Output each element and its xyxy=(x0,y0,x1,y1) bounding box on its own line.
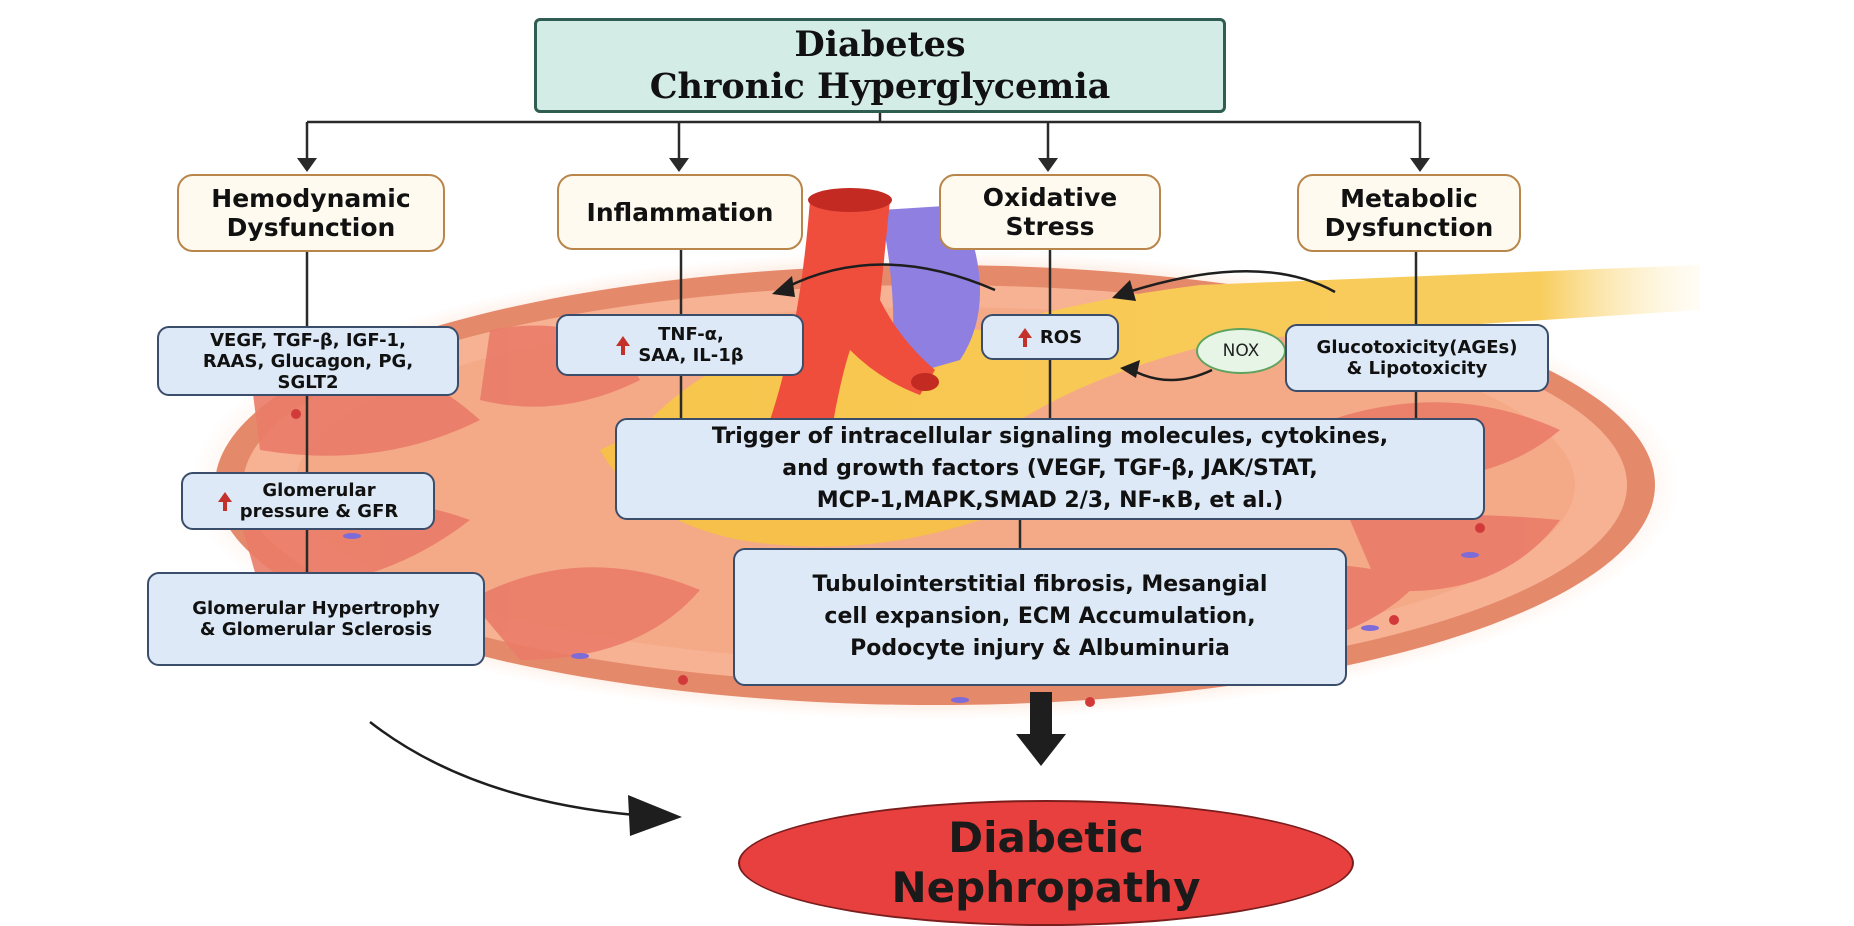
cytokines-line2: SAA, IL-1β xyxy=(638,345,744,366)
pressure-line1: Glomerular xyxy=(262,480,376,501)
renal-artery xyxy=(770,195,935,440)
injury-line2: cell expansion, ECM Accumulation, xyxy=(824,604,1256,629)
signaling-line3: MCP-1,MAPK,SMAD 2/3, NF-κB, et al.) xyxy=(816,488,1284,513)
outcome-line2: Nephropathy xyxy=(891,863,1201,912)
arrowheads xyxy=(297,158,1430,172)
hypertrophy-line2: & Glomerular Sclerosis xyxy=(199,619,433,640)
glomerular-hypertrophy-box: Glomerular Hypertrophy & Glomerular Scle… xyxy=(147,572,485,666)
hemodynamic-mediators-box: VEGF, TGF-β, IGF-1, RAAS, Glucagon, PG, … xyxy=(157,326,459,396)
ros-box: ROS xyxy=(981,314,1119,360)
toxicity-line2: & Lipotoxicity xyxy=(1346,358,1488,379)
mediators-line2: RAAS, Glucagon, PG, xyxy=(202,350,414,372)
outcome-line1: Diabetic xyxy=(948,813,1144,862)
glomerular-pressure-box: Glomerular pressure & GFR xyxy=(181,472,435,530)
diabetes-title-box: Diabetes Chronic Hyperglycemia xyxy=(534,18,1226,113)
injury-box: Tubulointerstitial fibrosis, Mesangial c… xyxy=(733,548,1347,686)
toxicity-line1: Glucotoxicity(AGEs) xyxy=(1316,337,1518,358)
mediators-line1: VEGF, TGF-β, IGF-1, xyxy=(210,329,406,351)
signaling-box: Trigger of intracellular signaling molec… xyxy=(615,418,1485,520)
category-hemodynamic-line1: Hemodynamic xyxy=(211,184,411,213)
artery-branch-end xyxy=(911,373,939,391)
artery-opening xyxy=(808,188,892,212)
category-oxidative-stress: Oxidative Stress xyxy=(939,174,1161,250)
mediators-line3: SGLT2 xyxy=(277,371,339,393)
category-oxidative-line2: Stress xyxy=(1005,212,1095,241)
category-hemodynamic-line2: Dysfunction xyxy=(226,213,396,242)
cytokines-text: TNF-α, SAA, IL-1β xyxy=(638,324,743,366)
category-inflammation-line1: Inflammation xyxy=(586,197,774,227)
pressure-line2: pressure & GFR xyxy=(239,501,399,522)
main-arrow-shaft xyxy=(1030,692,1052,740)
category-metabolic-line2: Dysfunction xyxy=(1324,213,1494,242)
signaling-line1: Trigger of intracellular signaling molec… xyxy=(711,424,1389,449)
glomerular-pressure-text: Glomerular pressure & GFR xyxy=(240,480,398,522)
category-oxidative-line1: Oxidative xyxy=(982,183,1118,212)
curved-arrow-heads xyxy=(628,276,1140,836)
injury-line3: Podocyte injury & Albuminuria xyxy=(850,636,1230,661)
category-metabolic-line1: Metabolic xyxy=(1340,184,1478,213)
cytokines-box: TNF-α, SAA, IL-1β xyxy=(556,314,804,376)
curved-arrows xyxy=(369,263,1336,817)
injury-line1: Tubulointerstitial fibrosis, Mesangial xyxy=(812,572,1268,597)
increase-arrow-icon xyxy=(217,492,232,511)
increase-arrow-icon xyxy=(1017,328,1032,347)
main-arrow-head xyxy=(1016,734,1066,766)
category-metabolic: Metabolic Dysfunction xyxy=(1297,174,1521,252)
diabetic-nephropathy-ellipse: Diabetic Nephropathy xyxy=(738,800,1354,926)
hypertrophy-line1: Glomerular Hypertrophy xyxy=(192,598,440,619)
increase-arrow-icon xyxy=(616,336,631,355)
title-line-1: Diabetes xyxy=(794,23,966,65)
cytokines-line1: TNF-α, xyxy=(658,324,724,345)
ros-label: ROS xyxy=(1039,326,1083,348)
nox-bubble: NOX xyxy=(1196,328,1286,374)
title-line-2: Chronic Hyperglycemia xyxy=(649,65,1111,107)
category-inflammation: Inflammation xyxy=(557,174,803,250)
toxicity-box: Glucotoxicity(AGEs) & Lipotoxicity xyxy=(1285,324,1549,392)
signaling-line2: and growth factors (VEGF, TGF-β, JAK/STA… xyxy=(782,456,1318,481)
category-hemodynamic: Hemodynamic Dysfunction xyxy=(177,174,445,252)
ureter xyxy=(640,265,1700,462)
